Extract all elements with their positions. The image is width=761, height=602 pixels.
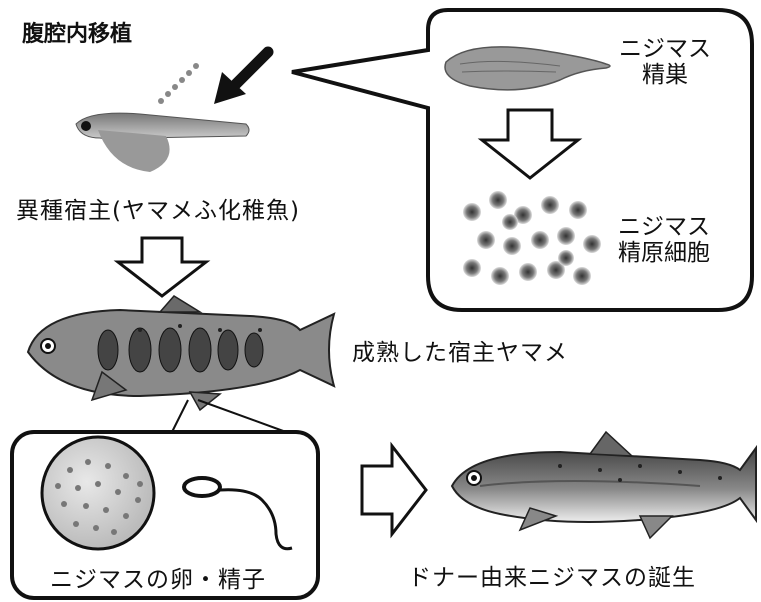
label-birth: ドナー由来ニジマスの誕生: [408, 565, 696, 591]
right-arrow-icon: [362, 446, 426, 534]
label-testis: ニジマス 精巣: [610, 36, 720, 89]
label-host: 異種宿主(ヤマメふ化稚魚): [16, 198, 300, 224]
label-spermatogonia-line2: 精原細胞: [604, 240, 724, 266]
label-spermatogonia: ニジマス 精原細胞: [604, 214, 724, 267]
rainbow-trout-icon: [452, 432, 756, 538]
label-spermatogonia-line1: ニジマス: [604, 214, 724, 240]
connector-line: [198, 400, 286, 432]
egg-icon: [42, 437, 154, 549]
label-transplant: 腹腔内移植: [22, 22, 132, 47]
label-testis-line1: ニジマス: [610, 36, 720, 62]
label-gametes: ニジマスの卵・精子: [50, 567, 266, 593]
masu-salmon-icon: [28, 296, 334, 410]
label-mature-host: 成熟した宿主ヤマメ: [352, 340, 568, 366]
down-arrow-icon: [118, 238, 206, 296]
injection-dots: [158, 63, 199, 104]
hatchling-fish-icon: [76, 113, 249, 172]
label-testis-line2: 精巣: [610, 62, 720, 88]
injection-arrow-icon: [214, 52, 268, 104]
